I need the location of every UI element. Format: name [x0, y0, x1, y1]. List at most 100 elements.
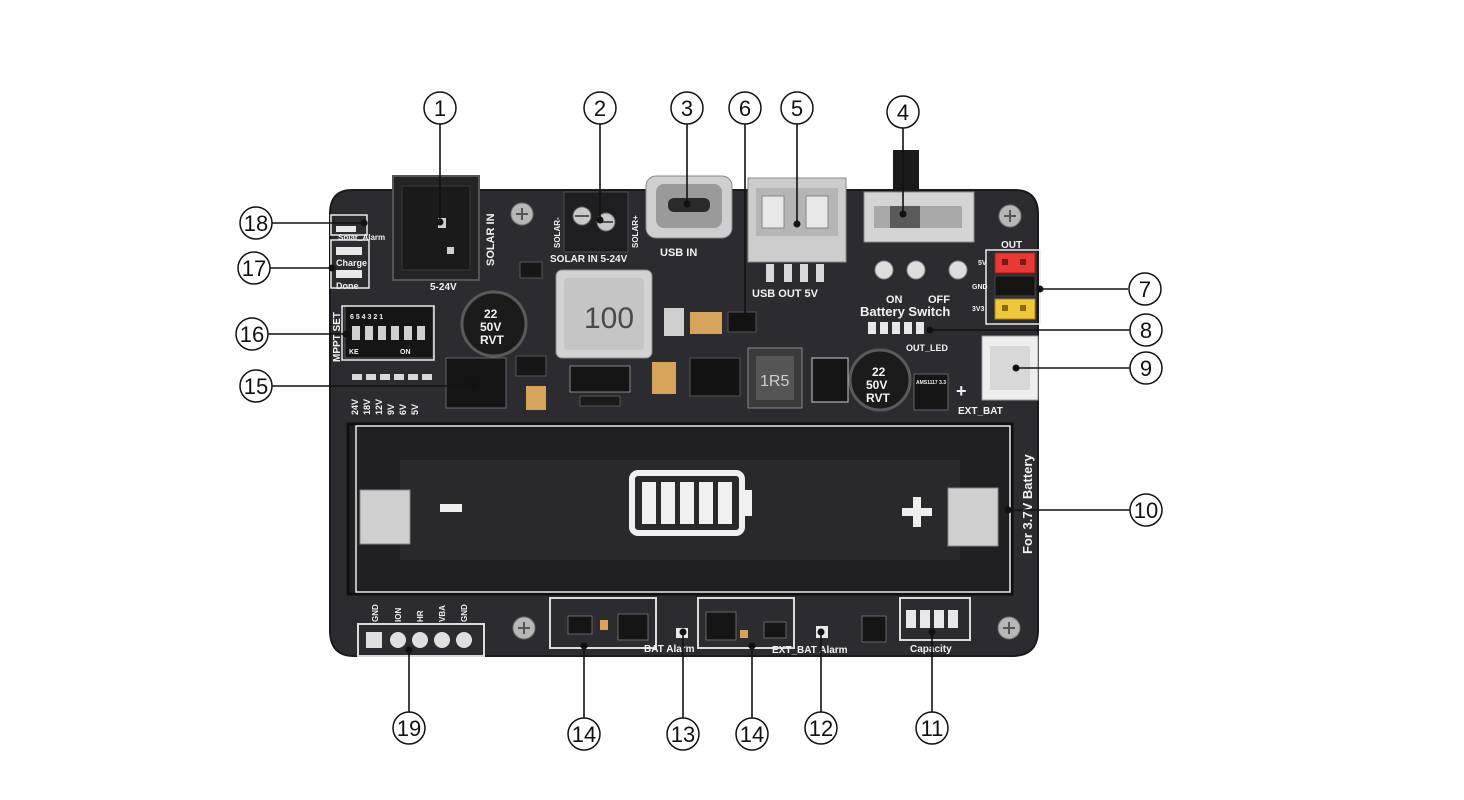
mounting-screw-icon: [510, 202, 534, 226]
callout-number: 6: [739, 96, 751, 121]
ext-bat-alarm-label: EXT_BAT Alarm: [772, 645, 848, 656]
inductor2-code-label: 1R5: [760, 373, 789, 390]
header-pin-label: VBA: [438, 605, 447, 622]
mppt-dip-switch: [344, 305, 434, 359]
ext-bat-label: EXT_BAT: [958, 406, 1003, 417]
callout-number: 18: [244, 211, 268, 236]
usb-in-label: USB IN: [660, 247, 697, 259]
out-label: OUT: [1001, 240, 1022, 251]
capacity-led-bar: [899, 597, 971, 641]
callout-11: 11: [915, 711, 949, 745]
cap-series-label: RVT: [480, 333, 504, 347]
callout-2: 2: [583, 91, 617, 125]
callout-number: 10: [1134, 498, 1158, 523]
mounting-screw-icon: [512, 616, 536, 640]
tantalum-capacitor: [652, 362, 676, 394]
callout-number: 14: [740, 722, 764, 747]
out-3v3-label: 3V3: [972, 306, 985, 313]
mounting-screw-icon: [997, 616, 1021, 640]
mppt-set-label: MPPT SET: [332, 312, 343, 362]
callout-number: 14: [572, 722, 596, 747]
solar-in-label: SOLAR IN: [485, 213, 497, 266]
callout-number: 5: [791, 96, 803, 121]
callout-number: 1: [434, 96, 446, 121]
callout-14a: 14: [567, 717, 601, 751]
cap-voltage-label: 50V: [480, 320, 501, 334]
volt-24-label: 24V: [350, 399, 360, 415]
callout-18: 18: [239, 206, 273, 240]
off-label: OFF: [928, 294, 950, 306]
capacity-ic: [861, 615, 887, 643]
charge-label: Charge: [336, 258, 367, 268]
header-pin-label: GND: [460, 604, 469, 622]
cap2-value-label: 22: [872, 365, 886, 379]
electrolytic-capacitor: [460, 290, 528, 358]
ext-battery-protection-circuit: [697, 597, 795, 649]
capacity-label: Capacity: [910, 644, 952, 655]
volt-18-label: 18V: [362, 399, 372, 415]
callout-6: 6: [728, 91, 762, 125]
mosfet-chip: [515, 355, 547, 377]
smd-resistor: [664, 308, 684, 336]
header-pin-label: ION: [394, 608, 403, 622]
callout-3: 3: [670, 91, 704, 125]
callout-leaders: [268, 124, 1130, 718]
dip-numbers-label: 6 5 4 3 2 1: [350, 314, 383, 321]
cap2-series-label: RVT: [866, 391, 890, 405]
callout-endpoints: [328, 200, 1044, 654]
callout-8: 8: [1129, 313, 1163, 347]
callout-1: 1: [423, 91, 457, 125]
solar-alarm-led: [336, 226, 356, 232]
callout-5: 5: [780, 91, 814, 125]
battery-icon: [629, 470, 752, 536]
solar-plus-label: SOLAR+: [631, 215, 640, 248]
mppt-ic-chip: [445, 357, 507, 409]
callout-number: 8: [1140, 318, 1152, 343]
callout-7: 7: [1128, 272, 1162, 306]
output-pin-header: [994, 252, 1036, 320]
secondary-inductor: [747, 347, 803, 409]
done-led: [336, 270, 362, 278]
inductor-code-label: 100: [584, 302, 634, 335]
dip-ke-label: KE: [349, 349, 359, 356]
transistor-chip: [519, 261, 543, 279]
callout-number: 2: [594, 96, 606, 121]
battery-type-label: For 3.7V Battery: [1020, 454, 1035, 554]
callout-10: 10: [1129, 493, 1163, 527]
usb-out-label: USB OUT 5V: [752, 288, 819, 300]
battery-slide-switch: [863, 150, 975, 280]
callout-19: 19: [392, 711, 426, 745]
header-pin-label: GND: [371, 604, 380, 622]
ext-bat-plus-label: +: [956, 381, 967, 401]
mppt-led-row: [352, 374, 432, 380]
solar-range-label: 5-24V: [430, 282, 457, 293]
solar-terminal-label: SOLAR IN 5-24V: [550, 254, 628, 265]
charge-controller-ic: [689, 357, 741, 397]
callout-17: 17: [237, 251, 271, 285]
solar-dc-jack: [392, 175, 480, 281]
volt-6-label: 6V: [398, 404, 408, 415]
battery-switch-label: Battery Switch: [860, 304, 950, 319]
highlight-box-18: [330, 214, 368, 236]
battery-protection-circuit: [549, 597, 657, 649]
out-led-label: OUT_LED: [906, 343, 949, 353]
on-label: ON: [886, 294, 903, 306]
callout-number: 9: [1140, 356, 1152, 381]
callout-number: 13: [671, 722, 695, 747]
solar-minus-label: SOLAR-: [553, 217, 562, 248]
voltage-regulator: [913, 373, 949, 411]
out-led-array: [868, 322, 924, 334]
signal-pin-header: [357, 623, 485, 657]
power-inductor: [555, 269, 653, 359]
done-label: Done: [336, 281, 359, 291]
schottky-diode: [569, 365, 631, 393]
callout-9: 9: [1129, 351, 1163, 385]
electrolytic-capacitor-2: [848, 348, 912, 412]
smd-capacitor-small: [526, 386, 546, 410]
callout-number: 15: [244, 374, 268, 399]
reg-label: AMS1117 3.3: [916, 380, 946, 386]
out-5v-label: 5V: [978, 260, 987, 267]
volt-5-label: 5V: [410, 404, 420, 415]
callout-4: 4: [886, 95, 920, 129]
